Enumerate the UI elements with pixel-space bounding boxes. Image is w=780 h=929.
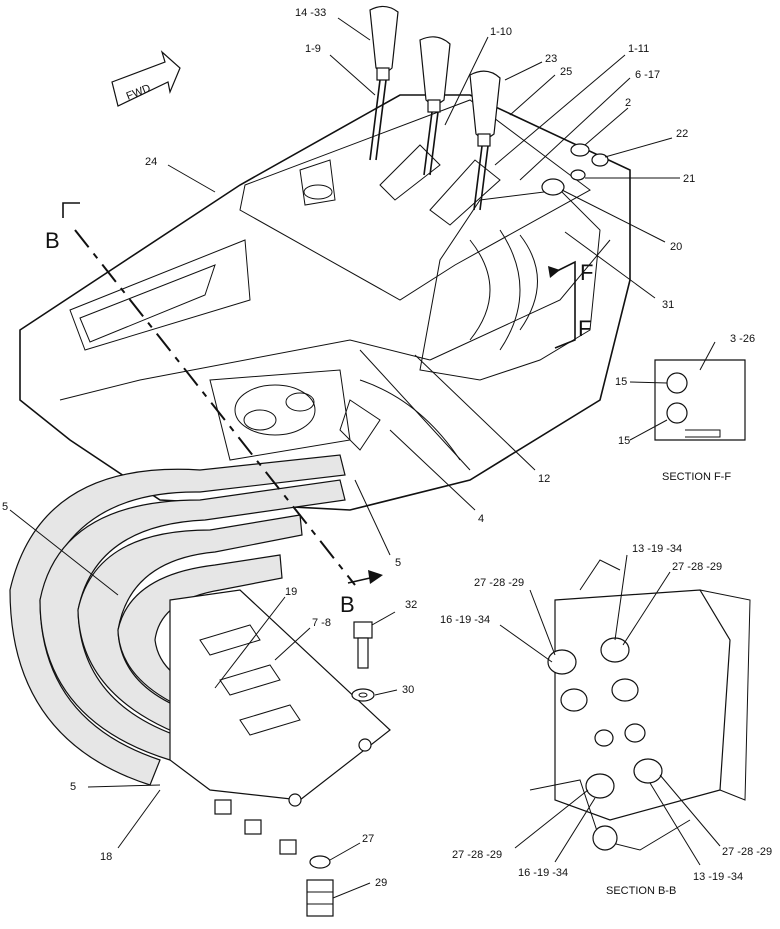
hydraulic-hoses bbox=[9, 454, 346, 786]
ff-label-3-26: 3 -26 bbox=[730, 333, 755, 345]
callout-4: 4 bbox=[478, 513, 484, 525]
callout-1-10: 1-10 bbox=[490, 26, 512, 38]
callout-22: 22 bbox=[676, 128, 688, 140]
callout-1-11: 1-11 bbox=[628, 43, 649, 55]
callout-5-bottom: 5 bbox=[70, 781, 76, 793]
callout-6-17: 6 -17 bbox=[635, 69, 660, 81]
callout-29: 29 bbox=[375, 877, 387, 889]
section-cut-line-ff bbox=[548, 260, 576, 349]
ff-label-15-upper: 15 bbox=[615, 376, 627, 388]
bb-label-13-19-34-top: 13 -19 -34 bbox=[632, 543, 682, 555]
callout-18: 18 bbox=[100, 851, 112, 863]
callout-20: 20 bbox=[670, 241, 682, 253]
section-cut-line-bb bbox=[62, 202, 383, 586]
section-b-marker-upper: B bbox=[45, 228, 60, 253]
section-bb-detail bbox=[529, 559, 751, 851]
callout-32: 32 bbox=[405, 599, 417, 611]
section-f-marker-upper: F bbox=[580, 260, 593, 285]
fitting bbox=[306, 855, 334, 917]
bb-label-27-28-29-bottomright: 27 -28 -29 bbox=[722, 846, 772, 858]
section-bb-title: SECTION B-B bbox=[606, 885, 676, 897]
bb-label-27-28-29-topleft: 27 -28 -29 bbox=[474, 577, 524, 589]
section-ff-labels: 3 -26 15 15 SECTION F-F F F bbox=[578, 260, 755, 483]
callout-19: 19 bbox=[285, 586, 297, 598]
valve-block bbox=[169, 589, 391, 855]
callout-31: 31 bbox=[662, 299, 674, 311]
bb-label-16-19-34-bottom: 16 -19 -34 bbox=[518, 867, 568, 879]
callout-30: 30 bbox=[402, 684, 414, 696]
bb-label-27-28-29-bottomleft: 27 -28 -29 bbox=[452, 849, 502, 861]
control-levers bbox=[369, 5, 501, 211]
forward-arrow: FWD bbox=[111, 50, 181, 107]
section-f-marker-lower: F bbox=[578, 316, 591, 341]
callout-27: 27 bbox=[362, 833, 374, 845]
section-ff-detail bbox=[629, 341, 746, 441]
callout-14-33: 14 -33 bbox=[295, 7, 326, 19]
callout-25: 25 bbox=[560, 66, 572, 78]
callout-7-8: 7 -8 bbox=[312, 617, 331, 629]
callout-12: 12 bbox=[538, 473, 550, 485]
section-b-marker-lower: B bbox=[340, 592, 355, 617]
callout-5-center: 5 bbox=[395, 557, 401, 569]
section-bb-labels: 13 -19 -34 27 -28 -29 27 -28 -29 16 -19 … bbox=[45, 228, 772, 897]
callout-23: 23 bbox=[545, 53, 557, 65]
knobs bbox=[541, 143, 609, 196]
callout-2: 2 bbox=[625, 97, 631, 109]
console-assembly bbox=[19, 94, 631, 511]
bb-label-16-19-34-left: 16 -19 -34 bbox=[440, 614, 490, 626]
callout-21: 21 bbox=[683, 173, 695, 185]
bb-label-13-19-34-bottom: 13 -19 -34 bbox=[693, 871, 743, 883]
bb-label-27-28-29-topright: 27 -28 -29 bbox=[672, 561, 722, 573]
callout-24: 24 bbox=[145, 156, 157, 168]
leader-lines bbox=[9, 17, 721, 899]
section-ff-title: SECTION F-F bbox=[662, 471, 731, 483]
callout-5-left: 5 bbox=[2, 501, 8, 513]
bolt-and-washer bbox=[351, 621, 375, 702]
callout-labels: 14 -33 1-10 1-9 23 25 1-11 6 -17 2 22 21… bbox=[2, 7, 695, 889]
callout-1-9: 1-9 bbox=[305, 43, 321, 55]
ff-label-15-lower: 15 bbox=[618, 435, 630, 447]
